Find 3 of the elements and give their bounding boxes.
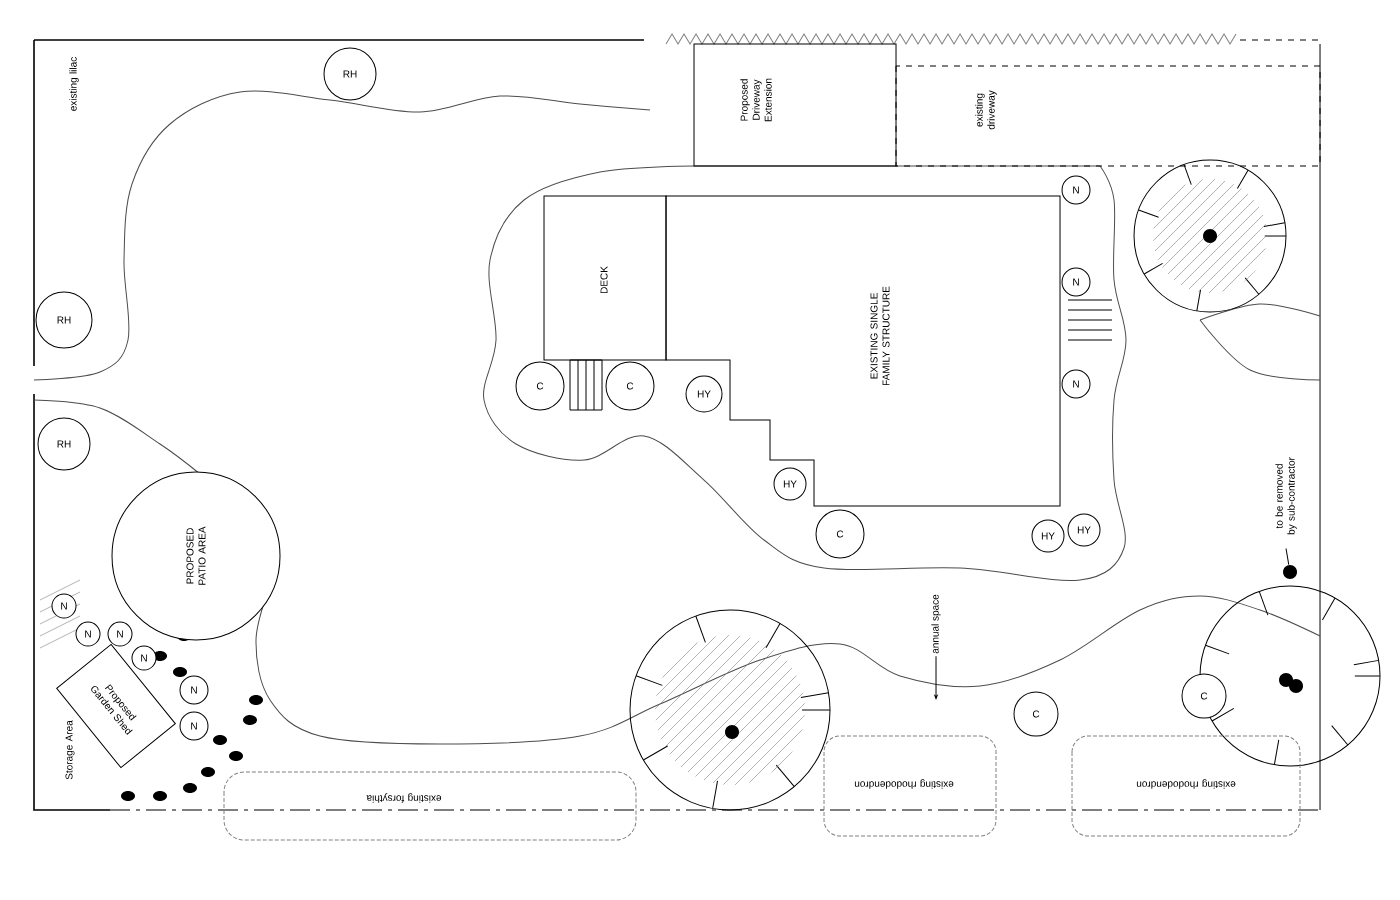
tree-marker bbox=[1283, 565, 1297, 579]
leader-line bbox=[934, 655, 938, 700]
leader-line bbox=[1285, 548, 1290, 566]
